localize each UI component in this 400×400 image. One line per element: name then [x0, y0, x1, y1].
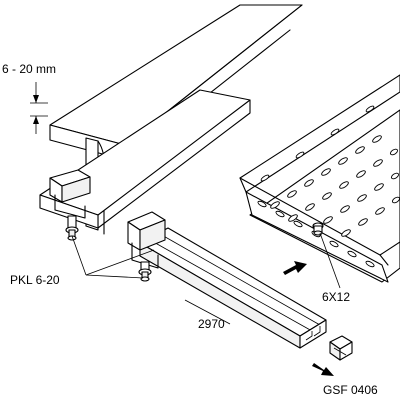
arrow-left-icon	[283, 261, 307, 275]
rail-length-label: 2970	[198, 317, 225, 331]
cable-tray	[239, 74, 400, 283]
connector-gsf-0406	[329, 335, 353, 361]
screw-label: 6X12	[322, 290, 350, 304]
gap-label: 6 - 20 mm	[2, 62, 56, 76]
mounting-rail	[139, 227, 327, 349]
clamp-left	[49, 169, 91, 241]
screw-6x12	[312, 222, 324, 236]
clamp-right	[127, 211, 166, 282]
connector-label: GSF 0406	[323, 383, 378, 397]
gap-dimension	[30, 82, 48, 134]
direction-arrows	[283, 261, 334, 376]
tray-back-slots	[260, 105, 375, 182]
leader-lines	[71, 232, 341, 325]
arrow-right-icon	[312, 363, 334, 376]
steel-beam	[39, 4, 303, 235]
tray-perforations	[270, 135, 400, 237]
clamp-label: PKL 6-20	[10, 273, 60, 287]
tray-wall-slots	[257, 200, 375, 268]
